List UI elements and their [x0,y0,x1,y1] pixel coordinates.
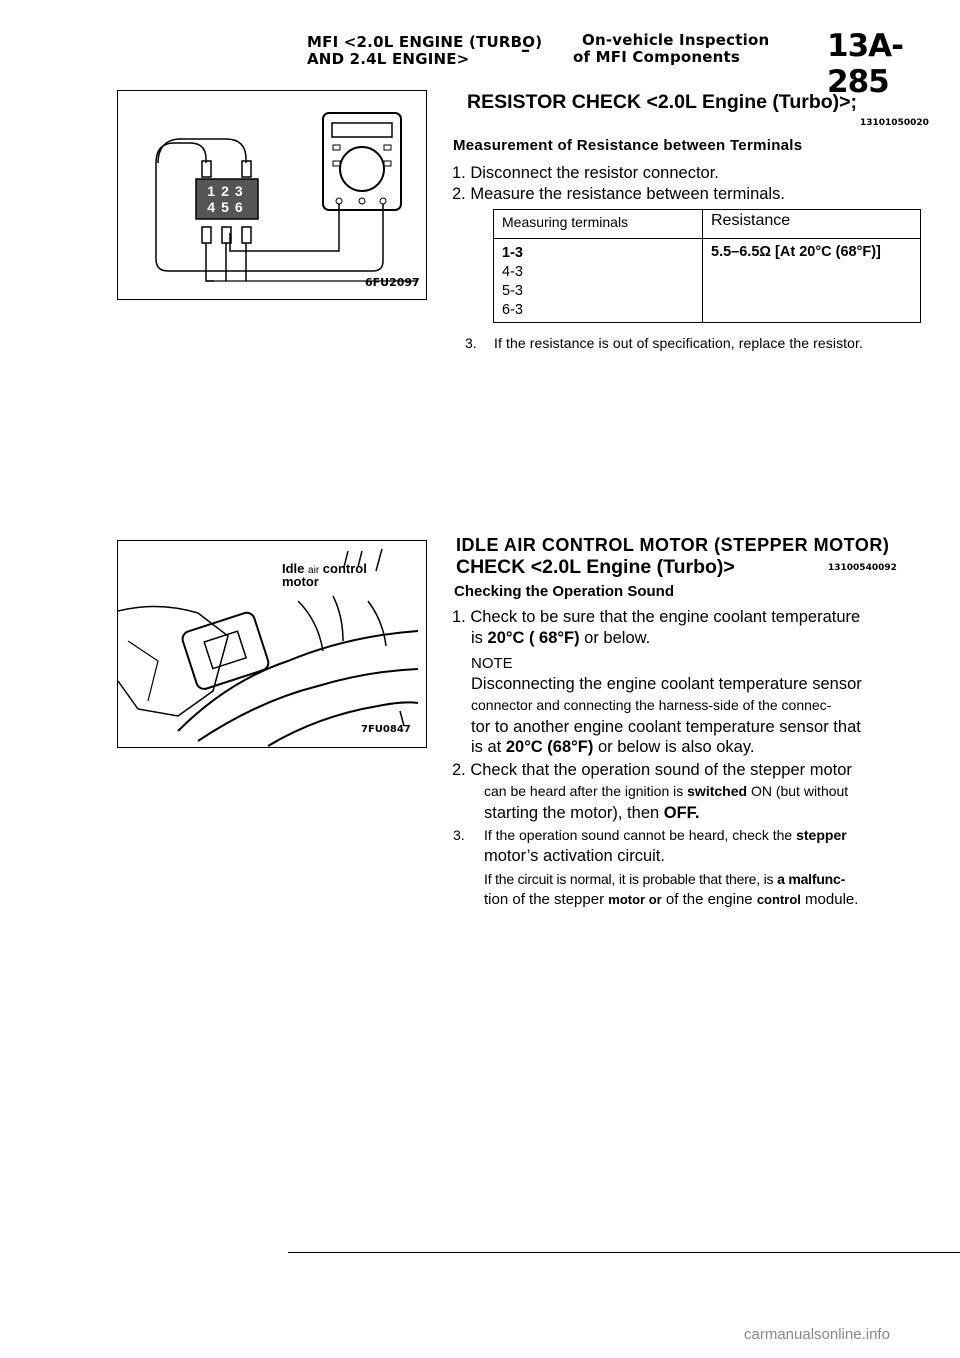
section2-subheading: Checking the Operation Sound [454,583,675,600]
section1-step3-number: 3. [465,335,477,351]
text-span: of the engine [665,891,753,908]
terminal-3: 3 [234,183,249,199]
section2-p2-line1: 2. Check that the operation sound of the… [452,761,852,779]
note-line2: connector and connecting the harness-sid… [471,697,832,713]
terminal-1: 1 [207,183,222,199]
header-left-line2: AND 2.4L ENGINE> [307,50,470,68]
text-span: module. [805,891,859,908]
terminals-cell: 1-3 4-3 5-3 6-3 [493,238,703,323]
resistance-cell: 5.5–6.5Ω [At 20°C (68°F)] [702,238,921,323]
motor-label-air: air [308,565,320,576]
motor-illustration [117,548,419,747]
section2-p1-line1: 1. Check to be sure that the engine cool… [452,608,861,626]
text-span: starting the motor), then [484,804,660,822]
text-span: If the circuit is normal, it is probable… [484,871,774,887]
section1-step2: 2. Measure the resistance between termin… [452,185,785,203]
section1-subheading: Measurement of Resistance between Termin… [453,137,803,154]
header-title-center: On-vehicle Inspection of MFI Components [562,32,769,66]
section2-p1-line2: is 20°C ( 68°F) or below. [471,628,650,649]
terminal-pair: 5-3 [502,283,523,299]
text-span: can be heard after the ignition is [484,783,684,799]
terminal-pair: 4-3 [502,264,523,280]
temperature-value: 20°C ( 68°F) [487,629,580,647]
figure-resistor-measurement: 123 456 6FU2097 [117,90,427,300]
text-span: motor or [608,892,662,907]
note-line1: Disconnecting the engine coolant tempera… [471,675,862,693]
header-measuring-terminals: Measuring terminals [493,209,703,239]
header-left-line1: MFI <2.0L ENGINE (TURBO) [307,33,543,51]
table-row: 1-3 4-3 5-3 6-3 5.5–6.5Ω [At 20°C (68°F)… [493,238,921,323]
text-span: control [756,892,801,907]
header-center-line1: On-vehicle Inspection [582,31,770,49]
section2-p3-line2: motor’s activation circuit. [484,847,665,865]
section2-p3-line1: If the operation sound cannot be heard, … [484,827,847,843]
terminal-pair: 6-3 [502,302,523,318]
terminal-pair: 1-3 [502,245,523,261]
section2-p2-line2: can be heard after the ignition is switc… [484,783,848,799]
header-resistance: Resistance [702,209,921,239]
section2-p3-line4: tion of the stepper motor or of the engi… [484,891,858,908]
text-span: switched [687,783,748,799]
section1-code: 13101050020 [860,118,929,128]
figure2-code: 7FU0847 [361,724,411,735]
section2-code: 13100540092 [828,563,897,573]
text-span: or below. [584,629,651,647]
text-span: If the operation sound cannot be heard, … [484,827,793,843]
header-center-line2: of MFI Components [573,48,741,66]
motor-label-motor: motor [282,574,319,589]
table-header-row: Measuring terminals Resistance [493,209,921,239]
connector-terminal-numbers: 123 456 [200,183,256,215]
header-dash: – [521,40,531,61]
resistance-table: Measuring terminals Resistance 1-3 4-3 5… [493,209,921,323]
footer-rule [288,1252,960,1253]
terminal-4: 4 [207,199,222,215]
section2-p2-line3: starting the motor), then OFF. [484,803,700,824]
footer-watermark[interactable]: carmanualsonline.info [744,1326,890,1343]
meter-diagram [155,112,418,282]
text-span: stepper [796,827,847,843]
section1-step3: If the resistance is out of specificatio… [494,335,864,351]
section2-title-line2: CHECK <2.0L Engine (Turbo)> [456,556,735,578]
motor-label: Idle air control motor [282,561,367,589]
terminal-5: 5 [221,199,235,215]
text-span: ON (but without [750,783,849,799]
note-line3: tor to another engine coolant temperatur… [471,718,861,736]
text-span: is at [471,738,502,756]
text-span: or below is also okay. [597,738,755,756]
note-label: NOTE [471,655,513,672]
temperature-value: 20°C (68°F) [505,738,594,756]
section1-step1: 1. Disconnect the resistor connector. [452,164,719,182]
section2-p3-line3: If the circuit is normal, it is probable… [484,871,845,887]
text-span: tion of the stepper [484,891,605,908]
section2-title-line1: IDLE AIR CONTROL MOTOR (STEPPER MOTOR) [456,535,890,555]
figure1-code: 6FU2097 [365,276,420,289]
text-span: is [471,629,483,647]
header-title-left: MFI <2.0L ENGINE (TURBO) AND 2.4L ENGINE… [307,34,542,68]
section1-title: RESISTOR CHECK <2.0L Engine (Turbo)>; [467,91,858,113]
motor-label-control: control [322,561,367,576]
page-number: 13A-285 [827,28,904,100]
motor-label-idle: Idle [282,561,305,576]
terminal-6: 6 [234,199,249,215]
figure-idle-air-control-motor: Idle air control motor 7FU0847 [117,540,427,748]
note-line4: is at 20°C (68°F) or below is also okay. [471,737,754,758]
section2-p3-number: 3. [453,827,465,843]
text-span: a malfunc- [777,871,846,887]
terminal-2: 2 [221,183,235,199]
text-span: OFF. [663,804,700,822]
